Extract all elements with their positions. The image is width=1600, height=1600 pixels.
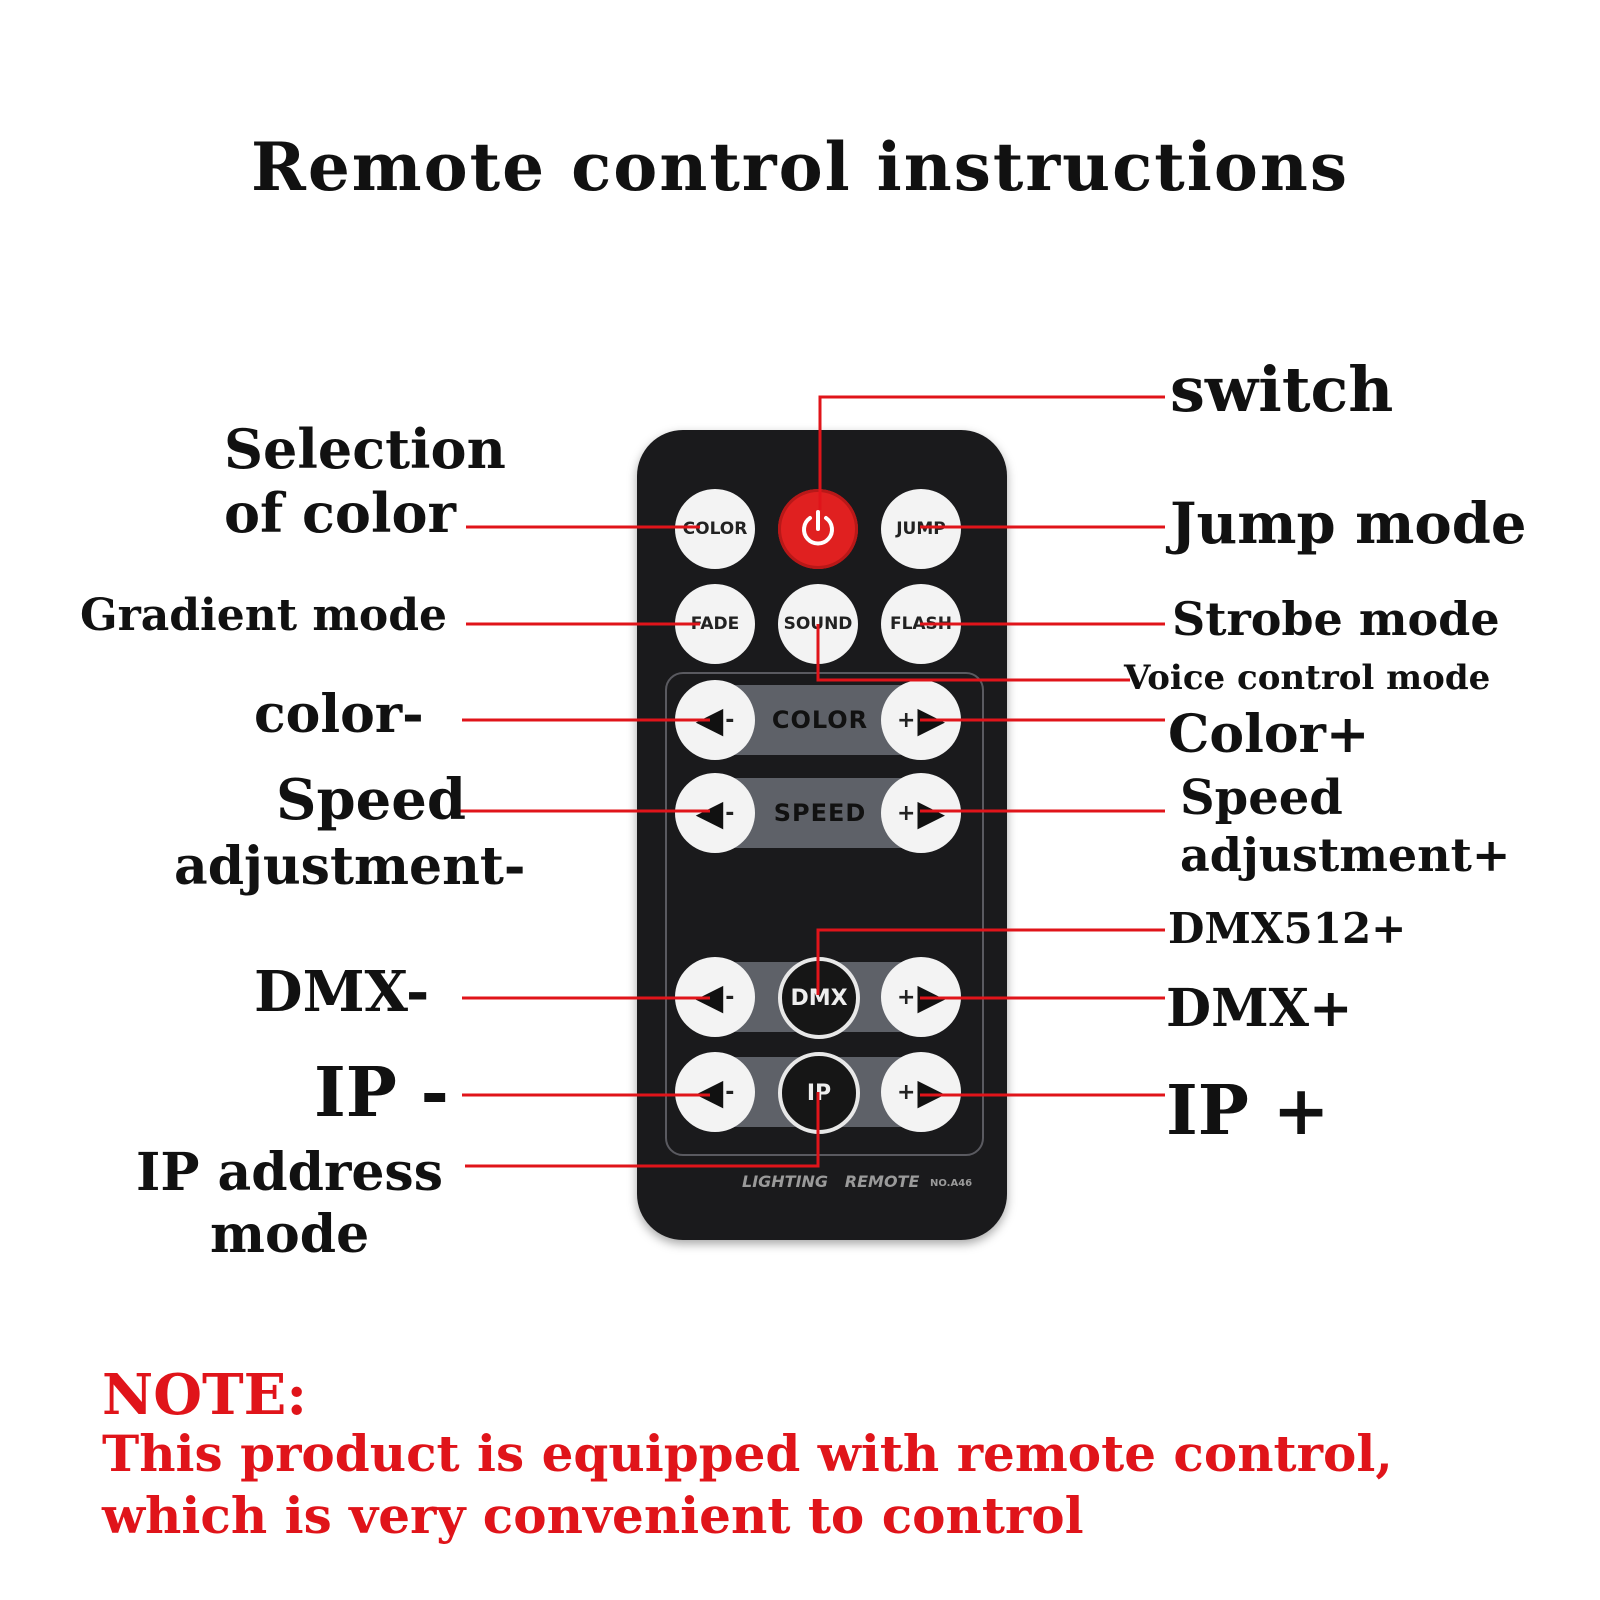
minus-sign: - xyxy=(725,800,735,826)
note-line1: This product is equipped with remote con… xyxy=(102,1424,1393,1483)
remote-model-number: NO.A46 xyxy=(930,1178,973,1189)
label-ip-address-line2: mode xyxy=(210,1204,370,1265)
plus-sign: + xyxy=(896,707,916,733)
arrow-left-icon: ◀ xyxy=(695,1071,724,1113)
remote-footer-text: LIGHTING REMOTE xyxy=(742,1172,920,1191)
label-ip-address-line1: IP address xyxy=(136,1142,443,1203)
line-switch xyxy=(818,395,1165,510)
note-line2: which is very convenient to control xyxy=(102,1486,1084,1545)
ip-plus-button[interactable]: +▶ xyxy=(881,1052,961,1132)
jump-button[interactable]: JUMP xyxy=(881,489,961,569)
label-speed-plus-line1: Speed xyxy=(1180,770,1343,826)
label-gradient-mode: Gradient mode xyxy=(80,590,448,641)
label-ip-minus: IP - xyxy=(314,1053,449,1133)
power-icon xyxy=(802,510,834,546)
remote-lower-panel xyxy=(665,672,984,1156)
note-heading: NOTE: xyxy=(102,1362,307,1428)
line-dmx512-plus xyxy=(816,928,1165,995)
label-selection-line1: Selection xyxy=(224,417,506,481)
fade-button-label: FADE xyxy=(690,614,740,634)
arrow-right-icon: ▶ xyxy=(917,1071,946,1113)
minus-sign: - xyxy=(725,707,735,733)
line-voice-control xyxy=(816,624,1130,682)
label-dmx-minus: DMX- xyxy=(254,959,430,1025)
arrow-left-icon: ◀ xyxy=(695,792,724,834)
arrow-right-icon: ▶ xyxy=(917,792,946,834)
line-ip-address xyxy=(465,1092,820,1168)
minus-sign: - xyxy=(725,984,735,1010)
minus-sign: - xyxy=(725,1079,735,1105)
speed-bar-label: SPEED xyxy=(773,799,867,827)
jump-button-label: JUMP xyxy=(896,519,946,539)
ip-minus-button[interactable]: ◀- xyxy=(675,1052,755,1132)
page-title: Remote control instructions xyxy=(250,128,1350,206)
power-button[interactable] xyxy=(778,489,858,569)
label-dmx512-plus: DMX512+ xyxy=(1168,904,1407,953)
label-jump-mode: Jump mode xyxy=(1170,491,1527,557)
plus-sign: + xyxy=(896,800,916,826)
label-ip-plus: IP + xyxy=(1166,1071,1330,1151)
plus-sign: + xyxy=(896,984,916,1010)
label-speed-minus-line1: Speed xyxy=(276,767,467,833)
color-button-label: COLOR xyxy=(682,519,748,539)
label-selection-line2: of color xyxy=(224,481,456,545)
plus-sign: + xyxy=(896,1079,916,1105)
label-voice-control-mode: Voice control mode xyxy=(1124,658,1491,698)
speed-plus-button[interactable]: +▶ xyxy=(881,773,961,853)
label-color-minus: color- xyxy=(254,684,424,745)
label-color-plus: Color+ xyxy=(1168,704,1370,765)
label-dmx-plus: DMX+ xyxy=(1166,978,1353,1039)
label-switch: switch xyxy=(1170,353,1394,426)
color-bar-label: COLOR xyxy=(771,706,869,734)
label-strobe-mode: Strobe mode xyxy=(1172,592,1500,646)
label-speed-minus-line2: adjustment- xyxy=(174,836,526,897)
speed-minus-button[interactable]: ◀- xyxy=(675,773,755,853)
color-button[interactable]: COLOR xyxy=(675,489,755,569)
color-plus-button[interactable]: +▶ xyxy=(881,680,961,760)
label-speed-plus-line2: adjustment+ xyxy=(1180,828,1511,882)
